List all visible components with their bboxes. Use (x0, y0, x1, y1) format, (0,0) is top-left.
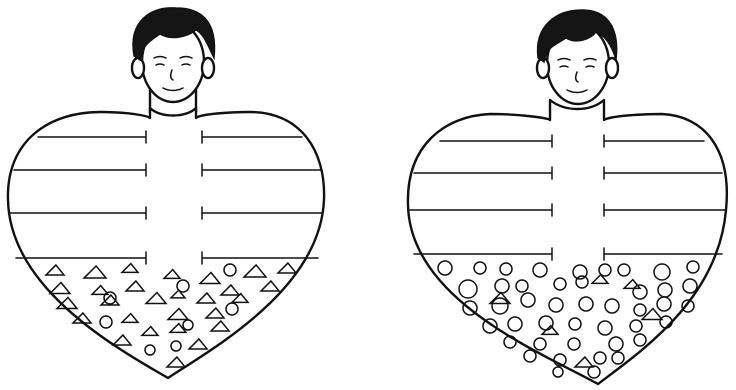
circle-shape (553, 367, 563, 377)
heart-body-left (8, 108, 324, 378)
head-left (132, 8, 215, 102)
ear-left-l (132, 58, 144, 78)
figure-right (408, 10, 727, 384)
circle-shape (524, 350, 536, 362)
head-right (537, 10, 618, 104)
ear-right-r (606, 58, 618, 78)
figure-left (8, 8, 324, 378)
heart-body-right (408, 100, 727, 384)
ear-left-r (202, 58, 214, 78)
